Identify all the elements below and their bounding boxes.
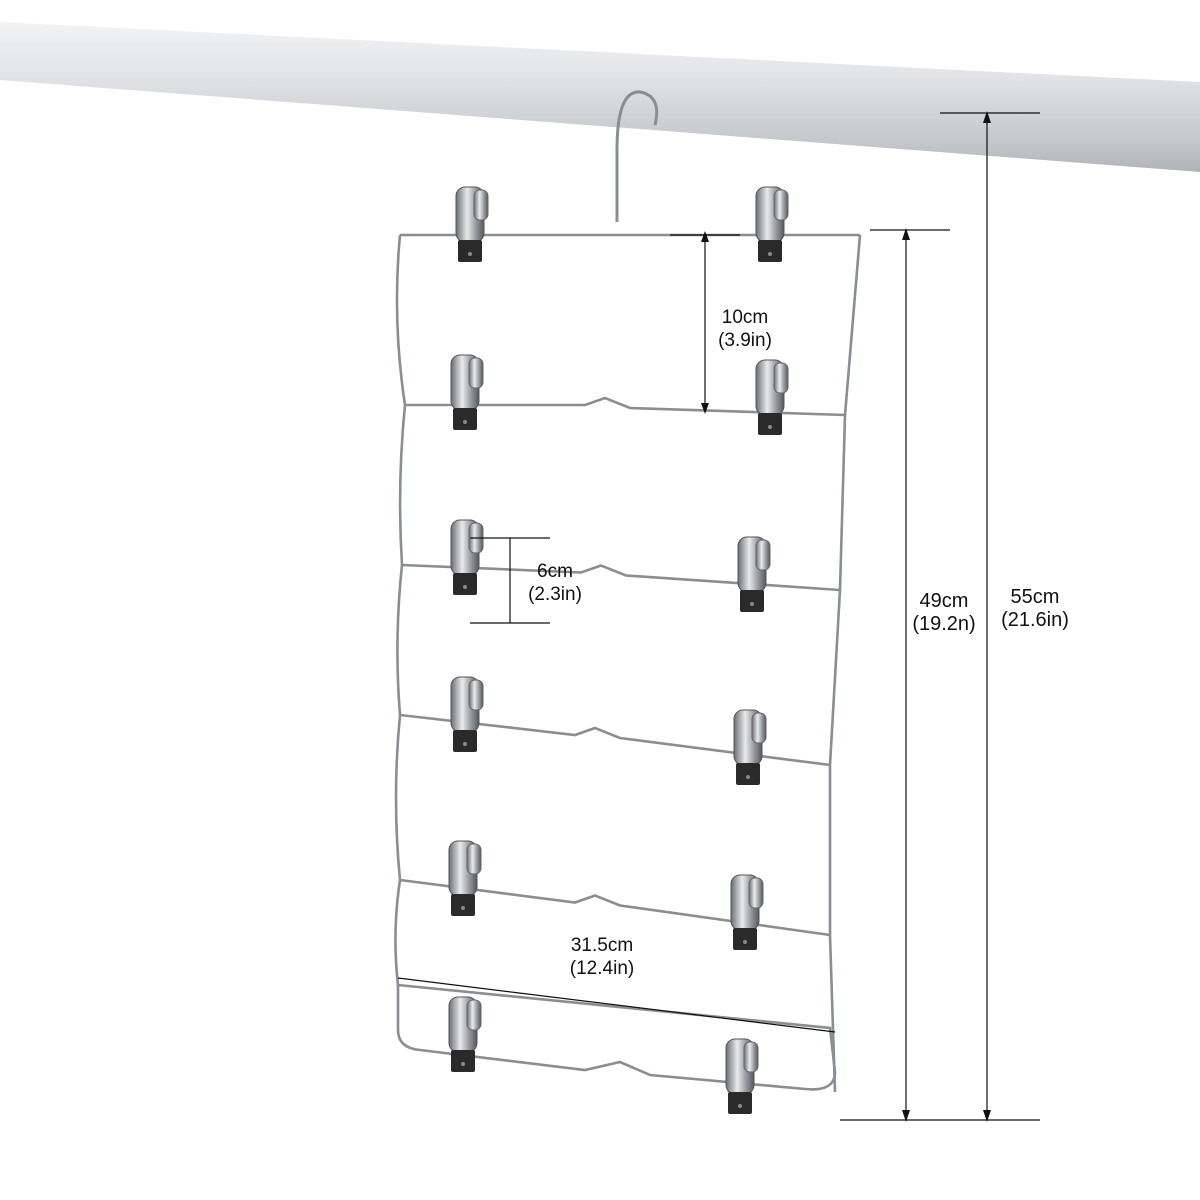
clip: [755, 186, 789, 262]
side-wire: [394, 714, 832, 935]
clips: [448, 186, 789, 1114]
total-height-label: 55cm (21.6in): [1001, 586, 1069, 632]
tier-spacing-label: 10cm (3.9in): [718, 306, 772, 352]
clip: [450, 519, 484, 595]
tier-bar: [399, 878, 831, 937]
side-wire: [398, 404, 847, 591]
tier-spacing-imperial: (3.9in): [718, 330, 772, 351]
clip: [455, 186, 489, 262]
total-height-metric: 55cm: [1010, 586, 1060, 608]
hanger-wire-frame: [394, 233, 862, 1093]
clip: [448, 996, 482, 1072]
width-label: 31.5cm (12.4in): [570, 934, 634, 980]
clip: [448, 840, 482, 916]
side-wire: [394, 879, 837, 1093]
clip: [450, 676, 484, 752]
tier-spacing-metric: 10cm: [721, 307, 769, 328]
clip-height-metric: 6cm: [537, 561, 573, 582]
tier-bar: [405, 396, 846, 417]
hanger-height-metric: 49cm: [919, 590, 969, 612]
tier-bar: [399, 713, 831, 767]
total-height-imperial: (21.6in): [1001, 609, 1069, 631]
dim-31-5cm-line: [397, 977, 836, 1033]
clip: [450, 354, 484, 430]
hanger-hook: [615, 90, 659, 222]
clip-height-label: 6cm (2.3in): [528, 560, 582, 606]
clip-height-imperial: (2.3in): [528, 584, 582, 605]
clip: [755, 359, 789, 435]
clothes-rod: [0, 22, 1200, 172]
hanger-height-label: 49cm (19.2n): [912, 590, 975, 636]
side-wire: [395, 234, 862, 416]
clip: [730, 874, 764, 950]
clip: [733, 709, 767, 785]
side-wire: [396, 564, 842, 766]
width-metric: 31.5cm: [570, 935, 634, 956]
clip: [725, 1038, 759, 1114]
hanger-height-imperial: (19.2n): [912, 613, 976, 635]
width-imperial: (12.4in): [569, 958, 635, 979]
clip: [737, 536, 771, 612]
tier-bar: [401, 563, 841, 592]
